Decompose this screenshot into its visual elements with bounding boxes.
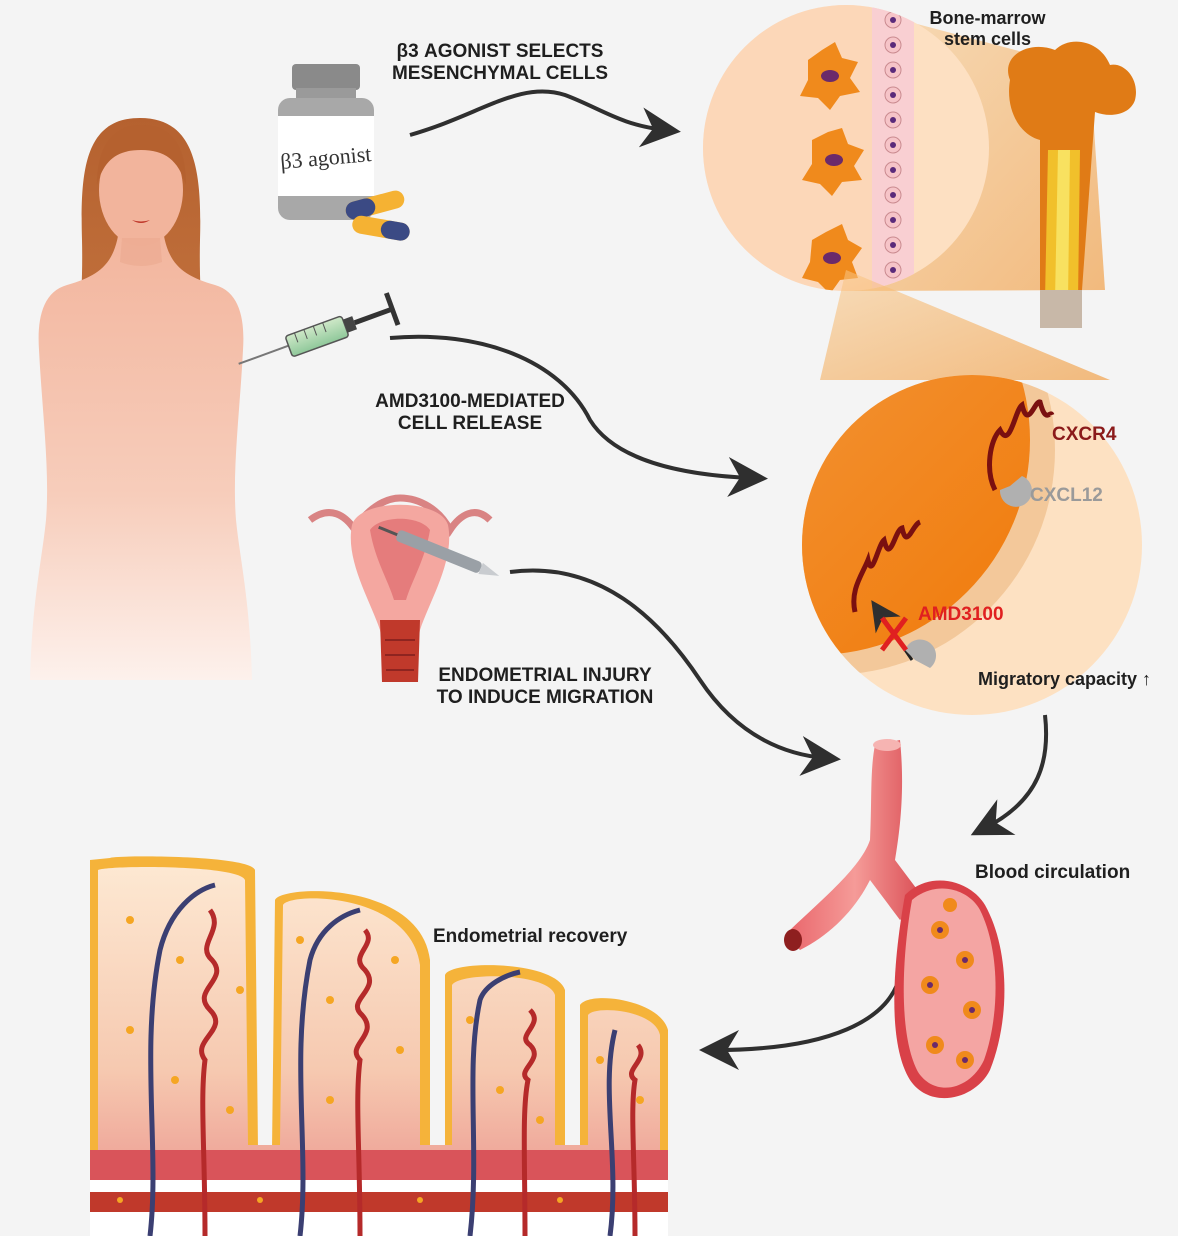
step3-label: ENDOMETRIAL INJURY TO INDUCE MIGRATION [420, 665, 670, 709]
step1-label: β3 AGONIST SELECTS MESENCHYMAL CELLS [380, 41, 620, 85]
cxcl12-label: CXCL12 [1030, 485, 1103, 507]
bone-marrow-label: Bone-marrow stem cells [905, 8, 1070, 50]
step3-line1: ENDOMETRIAL INJURY [420, 665, 670, 687]
amd3100-label: AMD3100 [918, 604, 1004, 626]
endometrial-recovery-label: Endometrial recovery [433, 926, 627, 948]
step2-line1: AMD3100-MEDIATED [355, 391, 585, 413]
migratory-capacity-label: Migratory capacity ↑ [978, 668, 1151, 690]
step2-label: AMD3100-MEDIATED CELL RELEASE [355, 391, 585, 435]
step1-line2: MESENCHYMAL CELLS [380, 63, 620, 85]
step1-line1: β3 AGONIST SELECTS [380, 41, 620, 63]
bone-marrow-line1: Bone-marrow [905, 8, 1070, 29]
bone-marrow-line2: stem cells [905, 29, 1070, 50]
cxcr4-label: CXCR4 [1052, 424, 1116, 446]
step3-line2: TO INDUCE MIGRATION [420, 687, 670, 709]
blood-circulation-label: Blood circulation [975, 862, 1130, 884]
step2-line2: CELL RELEASE [355, 413, 585, 435]
